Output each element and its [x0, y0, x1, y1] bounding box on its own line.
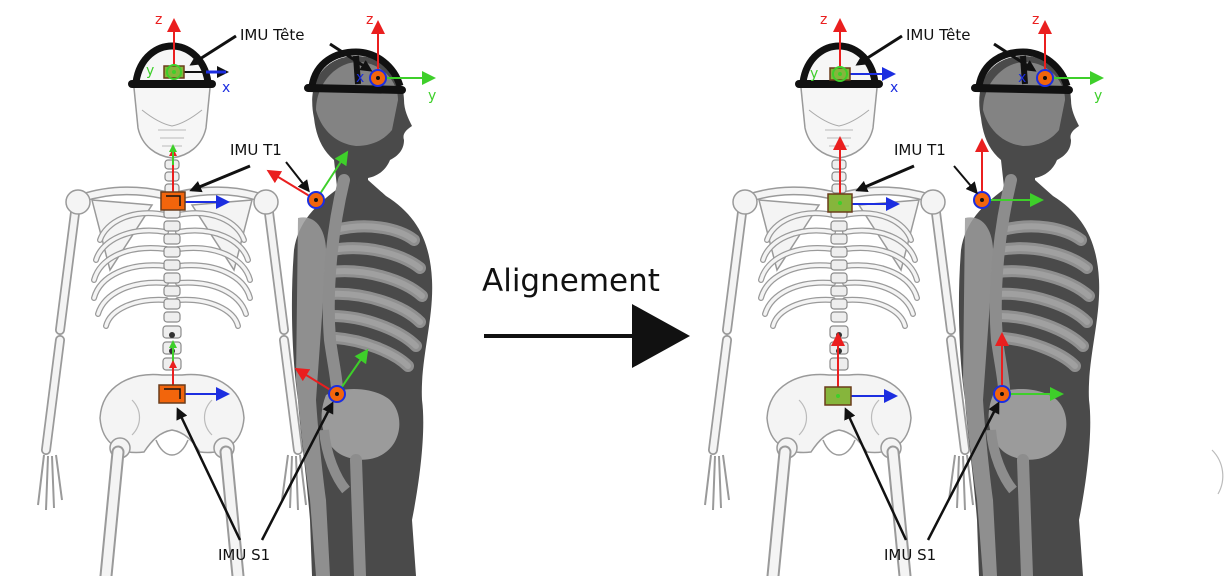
imu-head-label: IMU Tête — [906, 26, 971, 44]
front-skeleton — [38, 46, 306, 576]
imu-head-label: IMU Tête — [240, 26, 305, 44]
front-y-label: y — [810, 66, 818, 82]
panel-after: z y x z x y — [705, 12, 1102, 576]
front-x-label: x — [222, 80, 230, 96]
imu-s1-label: IMU S1 — [218, 546, 270, 564]
side-body — [959, 52, 1099, 576]
front-z-label: z — [820, 12, 827, 28]
alignment-arrow: Alignement — [482, 263, 690, 368]
side-y-label: y — [428, 88, 436, 104]
panel-before: z y x z x y — [38, 12, 436, 576]
front-y-label: y — [146, 63, 154, 79]
side-body — [292, 52, 432, 576]
side-y-label: y — [1094, 88, 1102, 104]
front-z-label: z — [155, 12, 162, 28]
front-skeleton — [705, 46, 973, 576]
side-z-label: z — [366, 12, 373, 28]
imu-t1-label: IMU T1 — [230, 141, 282, 159]
alignment-label: Alignement — [482, 263, 660, 299]
edge-mark — [1212, 450, 1223, 494]
imu-s1-label: IMU S1 — [884, 546, 936, 564]
front-x-label: x — [890, 80, 898, 96]
side-z-label: z — [1032, 12, 1039, 28]
side-x-label: x — [356, 70, 364, 86]
side-x-label: x — [1018, 70, 1026, 86]
imu-t1-label: IMU T1 — [894, 141, 946, 159]
